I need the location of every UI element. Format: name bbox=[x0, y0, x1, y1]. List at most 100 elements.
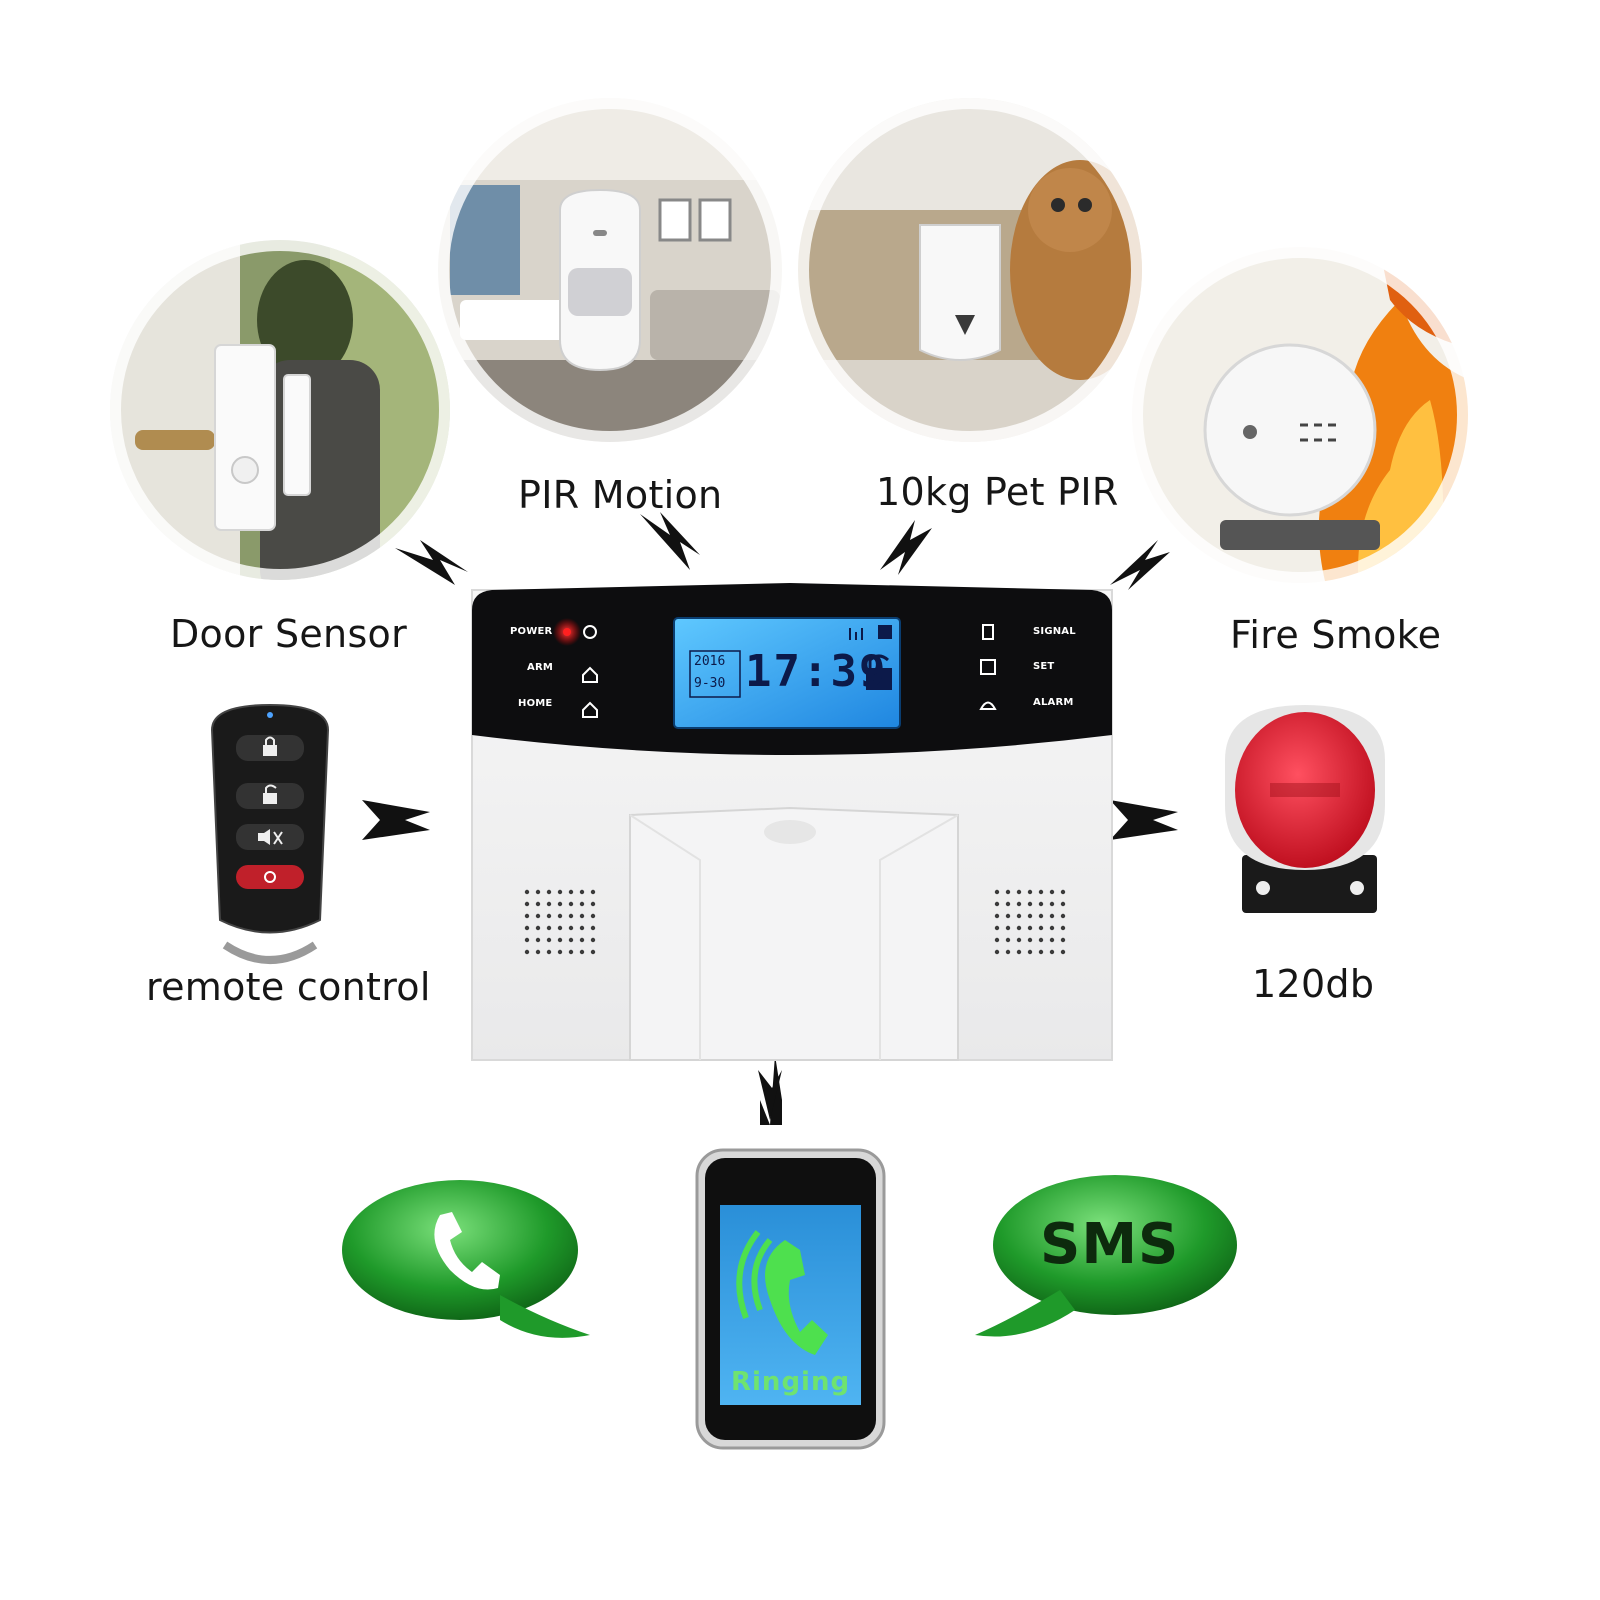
speaker-hole bbox=[1027, 901, 1033, 907]
speaker-hole bbox=[1027, 913, 1033, 919]
speaker-hole bbox=[590, 937, 596, 943]
speaker-hole bbox=[1049, 925, 1055, 931]
lcd-date: 9-30 bbox=[694, 676, 726, 691]
speaker-grille-right bbox=[994, 889, 1066, 955]
speaker-hole bbox=[1016, 949, 1022, 955]
speaker-hole bbox=[535, 949, 541, 955]
sos-icon bbox=[264, 871, 276, 883]
lcd-time: 17:39 bbox=[745, 646, 888, 697]
speaker-hole bbox=[994, 901, 1000, 907]
speaker-hole bbox=[535, 937, 541, 943]
speaker-hole bbox=[535, 925, 541, 931]
speaker-hole bbox=[1049, 901, 1055, 907]
speaker-hole bbox=[535, 889, 541, 895]
panel-signal-label: SIGNAL bbox=[1033, 626, 1076, 637]
panel-arm-label: ARM bbox=[527, 662, 553, 673]
speaker-hole bbox=[524, 925, 530, 931]
speaker-hole bbox=[557, 913, 563, 919]
speaker-hole bbox=[568, 913, 574, 919]
speaker-hole bbox=[568, 937, 574, 943]
speaker-hole bbox=[1016, 889, 1022, 895]
signal-icon bbox=[982, 624, 994, 640]
speaker-hole bbox=[994, 913, 1000, 919]
speaker-hole bbox=[546, 913, 552, 919]
speaker-hole bbox=[1038, 901, 1044, 907]
speaker-hole bbox=[1016, 925, 1022, 931]
speaker-hole bbox=[590, 889, 596, 895]
speaker-hole bbox=[590, 901, 596, 907]
speaker-hole bbox=[1005, 937, 1011, 943]
speaker-hole bbox=[1005, 913, 1011, 919]
speaker-hole bbox=[1060, 913, 1066, 919]
panel-power-label: POWER bbox=[510, 626, 553, 637]
sms-bubble bbox=[975, 1175, 1237, 1337]
speaker-hole bbox=[546, 901, 552, 907]
speaker-hole bbox=[546, 937, 552, 943]
speaker-hole bbox=[590, 925, 596, 931]
speaker-hole bbox=[1049, 949, 1055, 955]
label-siren-120db: 120db bbox=[1252, 962, 1375, 1006]
speaker-hole bbox=[1060, 901, 1066, 907]
speaker-hole bbox=[568, 901, 574, 907]
speaker-hole bbox=[524, 889, 530, 895]
speaker-hole bbox=[994, 949, 1000, 955]
speaker-hole bbox=[524, 913, 530, 919]
speaker-hole bbox=[1005, 901, 1011, 907]
speaker-hole bbox=[546, 949, 552, 955]
speaker-hole bbox=[1016, 913, 1022, 919]
speaker-hole bbox=[1060, 949, 1066, 955]
speaker-hole bbox=[1038, 949, 1044, 955]
remote-control-device bbox=[210, 703, 330, 964]
speaker-hole bbox=[1027, 889, 1033, 895]
speaker-hole bbox=[557, 949, 563, 955]
lcd-year: 2016 bbox=[694, 654, 726, 669]
speaker-hole bbox=[579, 901, 585, 907]
ringing-phone-icon bbox=[765, 1240, 828, 1355]
speaker-hole bbox=[535, 901, 541, 907]
panel-set-label: SET bbox=[1033, 661, 1055, 672]
speaker-hole bbox=[1049, 937, 1055, 943]
label-fire-smoke: Fire Smoke bbox=[1230, 613, 1442, 657]
speaker-hole bbox=[557, 889, 563, 895]
panel-alarm-label: ALARM bbox=[1033, 697, 1074, 708]
lock-icon bbox=[263, 745, 277, 756]
speaker-hole bbox=[1005, 925, 1011, 931]
lcd-screen bbox=[673, 617, 901, 729]
label-pir-motion: PIR Motion bbox=[518, 473, 723, 517]
speaker-hole bbox=[579, 913, 585, 919]
speaker-grille-left bbox=[524, 889, 596, 955]
speaker-hole bbox=[557, 937, 563, 943]
power-icon bbox=[583, 625, 597, 639]
speaker-hole bbox=[1049, 913, 1055, 919]
speaker-hole bbox=[1005, 889, 1011, 895]
speaker-hole bbox=[1038, 889, 1044, 895]
mute-icon bbox=[258, 829, 270, 845]
speaker-hole bbox=[1060, 889, 1066, 895]
speaker-hole bbox=[1005, 949, 1011, 955]
speaker-hole bbox=[579, 937, 585, 943]
set-icon bbox=[980, 659, 996, 675]
remote-sos-button bbox=[236, 865, 304, 889]
siren-device bbox=[1225, 705, 1385, 913]
speaker-hole bbox=[1027, 937, 1033, 943]
speaker-hole bbox=[546, 925, 552, 931]
speaker-hole bbox=[579, 925, 585, 931]
arrow-icon bbox=[362, 512, 1178, 1125]
speaker-hole bbox=[524, 949, 530, 955]
arm-home-icon bbox=[582, 666, 598, 683]
speaker-hole bbox=[1027, 949, 1033, 955]
label-pet-pir: 10kg Pet PIR bbox=[876, 470, 1119, 514]
speaker-hole bbox=[557, 901, 563, 907]
speaker-hole bbox=[1060, 937, 1066, 943]
speaker-hole bbox=[1038, 913, 1044, 919]
sms-text: SMS bbox=[1040, 1212, 1180, 1277]
alarm-control-panel bbox=[471, 583, 1113, 1061]
speaker-hole bbox=[1038, 937, 1044, 943]
speaker-hole bbox=[1060, 925, 1066, 931]
speaker-hole bbox=[557, 925, 563, 931]
speaker-hole bbox=[1038, 925, 1044, 931]
speaker-hole bbox=[579, 889, 585, 895]
speaker-hole bbox=[1049, 889, 1055, 895]
phone-ringing-text: Ringing bbox=[731, 1367, 851, 1397]
